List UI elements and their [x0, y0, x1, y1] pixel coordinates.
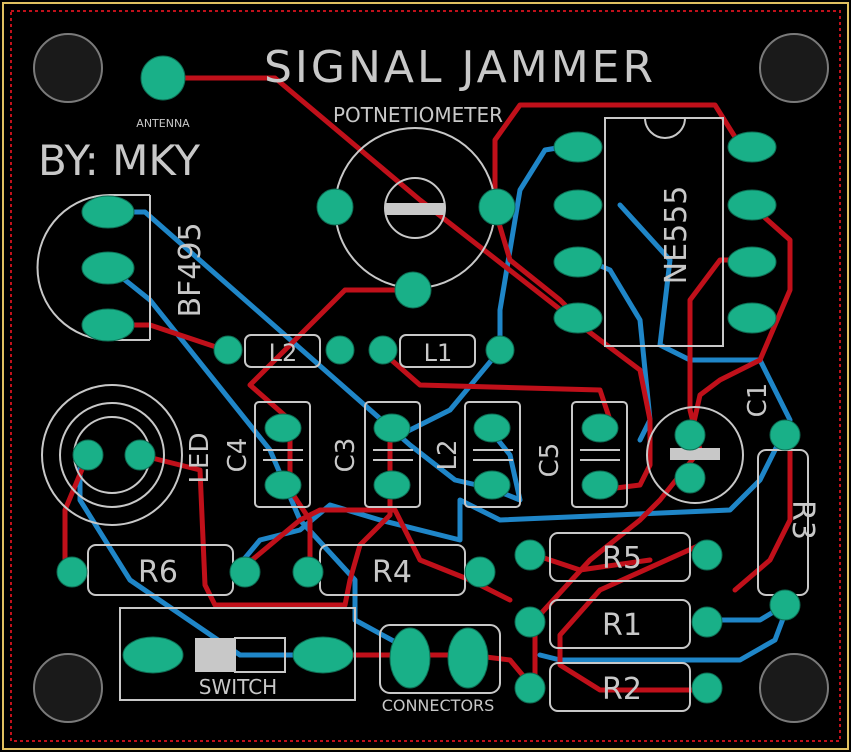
- potentiometer-label: POTNETIOMETER: [333, 103, 503, 127]
- led-label: LED: [185, 433, 215, 484]
- c3-label: C3: [331, 438, 361, 473]
- pad-antenna: [140, 55, 186, 101]
- board-keepout: [10, 10, 841, 742]
- l2-label: L2: [269, 339, 298, 367]
- mounting-hole-br: [759, 653, 829, 723]
- r3-label: R3: [785, 500, 820, 540]
- antenna-label: ANTENNA: [136, 117, 190, 130]
- l2b-label: L2: [433, 439, 463, 470]
- mounting-hole-tr: [759, 33, 829, 103]
- pads: [56, 55, 801, 704]
- author-label: BY: MKY: [38, 136, 200, 185]
- board-title: SIGNAL JAMMER: [264, 42, 656, 93]
- mounting-hole-bl: [33, 653, 103, 723]
- l1-label: L1: [424, 339, 453, 367]
- connectors-label: CONNECTORS: [382, 696, 495, 715]
- top-copper-traces: [62, 75, 793, 693]
- ic-label: NE555: [659, 186, 694, 285]
- r6-label: R6: [138, 555, 178, 590]
- silkscreen: [36, 117, 809, 712]
- r5-label: R5: [602, 541, 642, 576]
- c1-label: C1: [743, 383, 773, 418]
- c5-label: C5: [535, 443, 565, 478]
- switch-label: SWITCH: [199, 675, 277, 699]
- transistor-label: BF495: [173, 222, 208, 317]
- mounting-hole-tl: [33, 33, 103, 103]
- r1-label: R1: [602, 608, 642, 643]
- c4-label: C4: [223, 438, 253, 473]
- r2-label: R2: [602, 672, 642, 707]
- r4-label: R4: [372, 555, 412, 590]
